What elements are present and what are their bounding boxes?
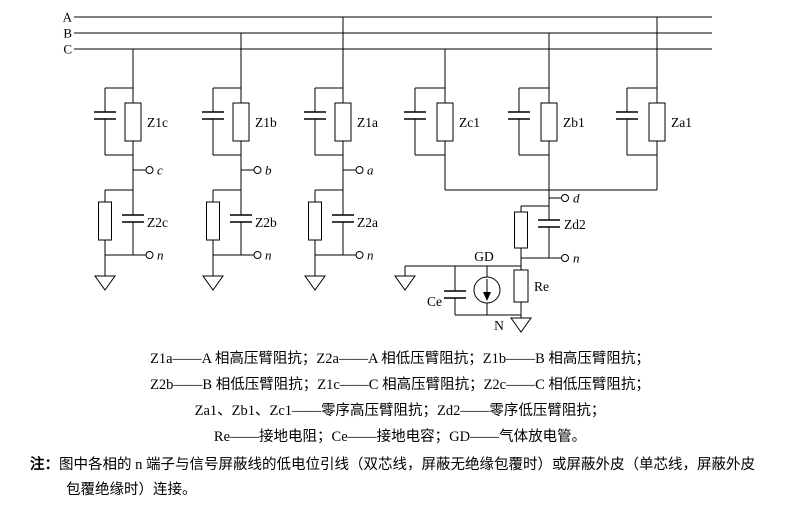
label-re: Re [534, 279, 549, 294]
label-z1a: Z1a [357, 115, 378, 130]
wire [212, 33, 254, 276]
phase-lines: A B C [63, 10, 712, 57]
label-neutral: N [494, 318, 504, 333]
impedance-box-zc1 [436, 102, 454, 142]
label-zb1: Zb1 [563, 115, 585, 130]
impedance-box-z1a [334, 102, 352, 142]
terminal-label-d: d [573, 191, 580, 206]
ground-icon [304, 275, 326, 291]
capacitor-icon [508, 111, 530, 120]
terminal-label-c: c [157, 163, 163, 178]
resistor-box [308, 201, 322, 241]
ground-icon [94, 275, 116, 291]
terminal-label-n: n [157, 248, 164, 263]
wire [626, 17, 658, 190]
branch-zero-seq-zb1: Zb1 [508, 33, 585, 190]
wire [314, 17, 356, 276]
label-z1b: Z1b [255, 115, 277, 130]
label-z2c: Z2c [147, 215, 168, 230]
capacitor-icon [538, 219, 560, 228]
branch-a-phase: Z1a a Z2a n [304, 17, 378, 291]
grounding-network: Ce GD Re N [394, 249, 549, 333]
resistor-box [206, 201, 220, 241]
branch-zero-seq-zd2: d Zd2 n [514, 190, 586, 266]
gd-arrowhead-icon [483, 292, 491, 301]
footnote-line-1: 图中各相的 n 端子与信号屏蔽线的低电位引线（双芯线，屏蔽无绝缘包覆时）或屏蔽外… [59, 457, 755, 473]
wire [104, 49, 146, 276]
terminal-label-n: n [367, 248, 374, 263]
phase-label-a: A [63, 10, 73, 25]
label-zc1: Zc1 [459, 115, 480, 130]
label-z1c: Z1c [147, 115, 168, 130]
ground-icon [202, 275, 224, 291]
branch-c-phase: Z1c c Z2c n [94, 49, 168, 291]
branch-zero-seq-za1: Za1 [616, 17, 692, 190]
ground-icon [394, 275, 416, 291]
label-gd: GD [474, 249, 494, 264]
legend-line-1: Z1a——A 相高压臂阻抗；Z2a——A 相低压臂阻抗；Z1b——B 相高压臂阻… [150, 351, 650, 367]
label-zd2: Zd2 [564, 217, 586, 232]
label-za1: Za1 [671, 115, 692, 130]
wire [518, 33, 550, 190]
legend-line-2: Z2b——B 相低压臂阻抗；Z1c——C 相高压臂阻抗；Z2c——C 相低压臂阻… [150, 377, 650, 393]
terminal-d [561, 194, 569, 202]
label-ce: Ce [427, 294, 442, 309]
terminal-label-a: a [367, 163, 374, 178]
terminal-n [253, 251, 262, 259]
terminal-a [355, 166, 364, 174]
terminal-c [145, 166, 154, 174]
footnote-prefix: 注： [30, 457, 59, 473]
footnote-line-2: 包覆绝缘时）连接。 [66, 482, 197, 498]
impedance-box-z1c [124, 102, 142, 142]
wire [404, 265, 522, 318]
capacitor-icon [94, 111, 116, 120]
impedance-box-z1b [232, 102, 250, 142]
terminal-label-n: n [573, 251, 580, 266]
capacitor-icon [304, 111, 326, 120]
terminal-b [253, 166, 262, 174]
label-z2a: Z2a [357, 215, 378, 230]
impedance-box-zb1 [540, 102, 558, 142]
wire [520, 190, 561, 266]
resistor-box [98, 201, 112, 241]
capacitor-icon [332, 214, 354, 223]
resistor-box-re [513, 269, 529, 303]
capacitor-icon [616, 111, 638, 120]
branch-b-phase: Z1b b Z2b n [202, 33, 277, 291]
capacitor-icon [404, 111, 426, 120]
terminal-n [561, 254, 569, 262]
capacitor-icon [122, 214, 144, 223]
legend-line-4: Re——接地电阻；Ce——接地电容；GD——气体放电管。 [213, 429, 587, 445]
label-z2b: Z2b [255, 215, 277, 230]
capacitor-icon [230, 214, 252, 223]
legend: Z1a——A 相高压臂阻抗；Z2a——A 相低压臂阻抗；Z1b——B 相高压臂阻… [0, 346, 800, 450]
circuit-diagram: A B C Z1c c Z2c n Z1b b [63, 10, 712, 333]
terminal-label-b: b [265, 163, 272, 178]
phase-label-b: B [63, 26, 72, 41]
capacitor-icon [202, 111, 224, 120]
capacitor-icon-ce [444, 290, 466, 299]
legend-line-3: Za1、Zb1、Zc1——零序高压臂阻抗；Zd2——零序低压臂阻抗； [194, 403, 606, 419]
wire [414, 49, 446, 190]
terminal-n [145, 251, 154, 259]
resistor-box [514, 211, 528, 249]
terminal-label-n: n [265, 248, 272, 263]
phase-label-c: C [63, 42, 72, 57]
footnote: 注：图中各相的 n 端子与信号屏蔽线的低电位引线（双芯线，屏蔽无绝缘包覆时）或屏… [0, 453, 800, 503]
ground-icon [510, 317, 532, 333]
impedance-box-za1 [648, 102, 666, 142]
terminal-n [355, 251, 364, 259]
branch-zero-seq-zc1: Zc1 [404, 49, 480, 190]
